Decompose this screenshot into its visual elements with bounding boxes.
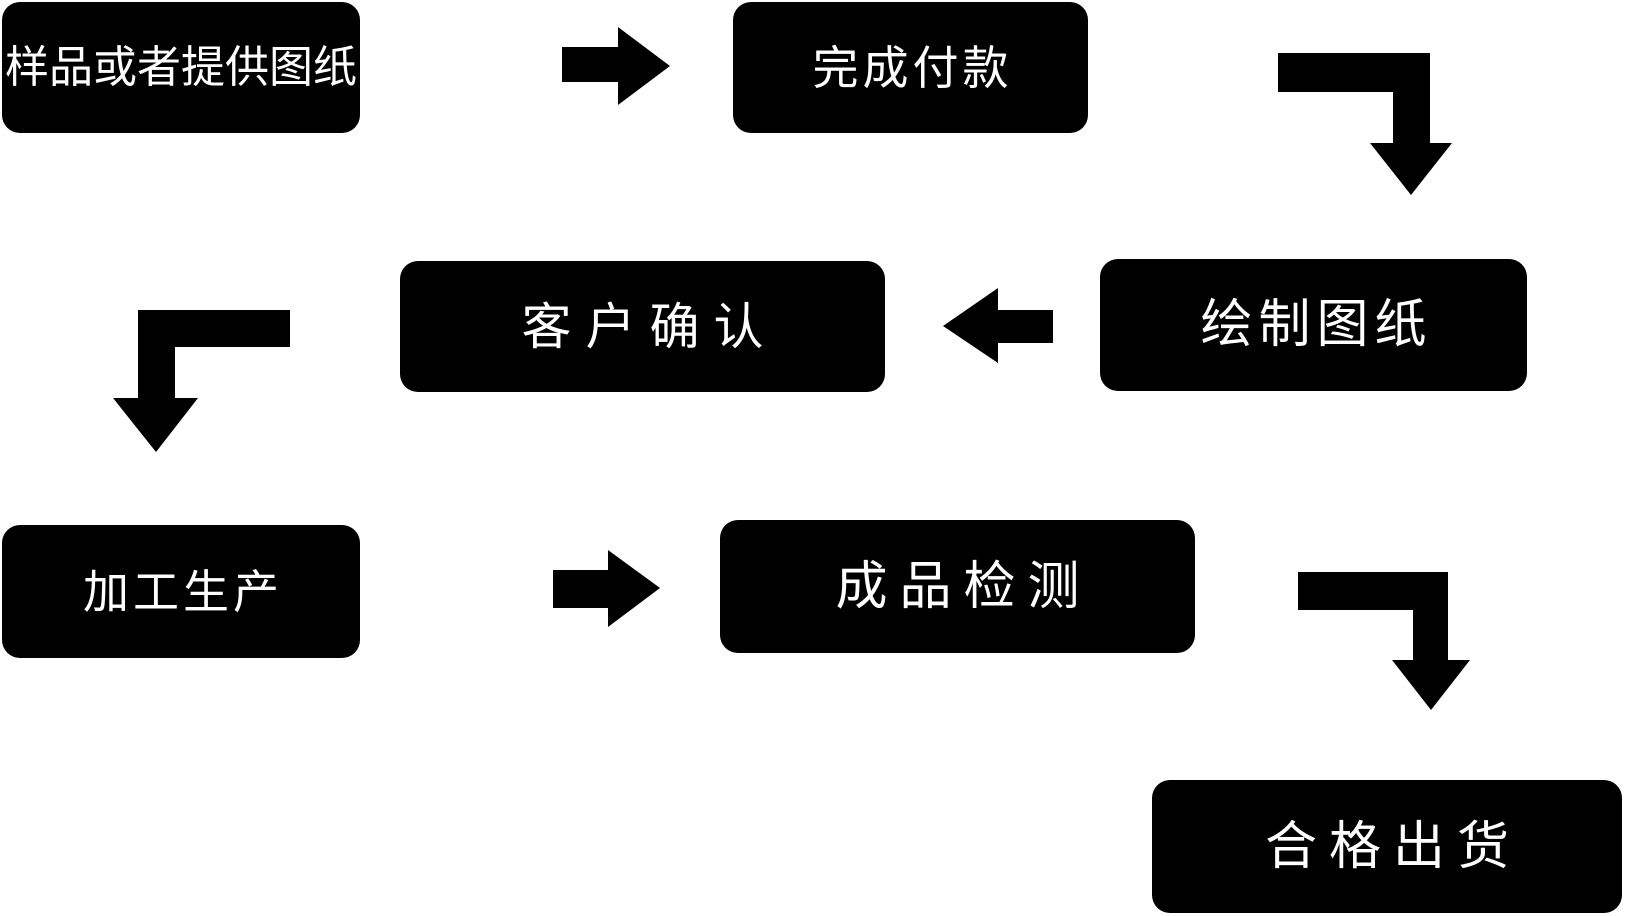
node-label: 成品检测 [835, 556, 1092, 617]
node-sample-or-drawing: 样品或者提供图纸 [2, 2, 360, 133]
left-arrow-icon [943, 288, 1053, 363]
node-label: 加工生产 [83, 564, 283, 619]
node-label: 合格出货 [1264, 816, 1521, 877]
node-label: 样品或者提供图纸 [5, 41, 357, 93]
node-label: 客户确认 [521, 297, 778, 356]
node-customer-confirm: 客户确认 [400, 261, 885, 392]
elbow-right-down-arrow-icon [1298, 572, 1470, 710]
node-draw-drawings: 绘制图纸 [1100, 259, 1527, 391]
node-shipment: 合格出货 [1152, 780, 1622, 913]
node-production: 加工生产 [2, 525, 360, 658]
elbow-right-down-arrow-icon [1278, 53, 1452, 195]
right-arrow-icon [562, 27, 670, 105]
elbow-left-down-arrow-icon [113, 310, 290, 452]
node-label: 完成付款 [812, 40, 1013, 95]
node-inspection: 成品检测 [720, 520, 1195, 653]
node-label: 绘制图纸 [1200, 295, 1433, 355]
node-payment: 完成付款 [733, 2, 1088, 133]
right-arrow-icon [553, 550, 660, 627]
